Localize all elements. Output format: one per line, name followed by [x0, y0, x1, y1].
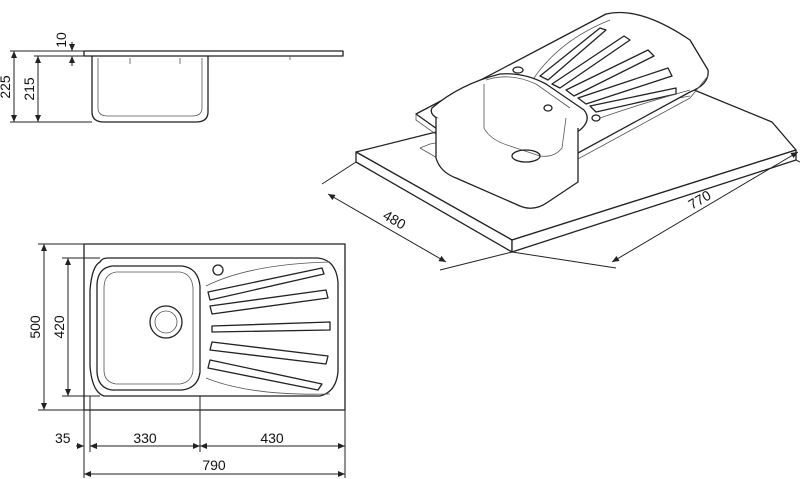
- iso-bowl-inner: [483, 84, 567, 157]
- dim-label-330: 330: [133, 430, 157, 446]
- iso-bowl-body: [435, 118, 579, 209]
- plan-drain-inner: [154, 310, 178, 334]
- dim-label-35: 35: [55, 430, 71, 446]
- iso-dim-line-770: [611, 151, 799, 263]
- iso-dim-line-480: [327, 193, 447, 263]
- plan-drainer-ribs: [205, 261, 331, 395]
- side-section-view: 10 225 215: [0, 32, 344, 123]
- plan-drain-outer: [149, 305, 183, 339]
- dim-label-430: 430: [260, 430, 284, 446]
- plan-outer-frame: [83, 243, 346, 411]
- iso-ext-770-a: [511, 251, 617, 269]
- iso-overflow: [543, 104, 553, 112]
- iso-dim-label-480: 480: [380, 207, 408, 233]
- plan-bowl: [96, 265, 201, 391]
- iso-ext-770-b: [795, 159, 800, 163]
- plan-tap-hole: [212, 264, 224, 276]
- plan-sink-outline: [89, 257, 339, 397]
- dim-label-10: 10: [53, 32, 69, 48]
- side-rim: [83, 50, 344, 57]
- dim-label-500: 500: [27, 315, 43, 339]
- dim-label-790: 790: [202, 457, 226, 473]
- isometric-view: 480 770: [321, 11, 800, 271]
- side-bowl: [91, 55, 209, 123]
- iso-drainer-ribs: [533, 19, 691, 119]
- iso-tap-hole: [512, 66, 524, 74]
- dim-label-420: 420: [51, 315, 67, 339]
- iso-ext-480-a: [321, 161, 357, 185]
- iso-drain: [511, 149, 541, 163]
- plan-bowl-inner: [103, 271, 194, 385]
- iso-ext-480-b: [439, 251, 513, 271]
- side-bowl-waste: [129, 56, 291, 64]
- iso-bowl-inner2: [485, 76, 571, 109]
- dim-label-215: 215: [21, 77, 37, 101]
- side-bowl-inner: [97, 58, 203, 117]
- dim-label-225: 225: [0, 75, 13, 99]
- top-plan-view: 500 420 35 330 430 790: [27, 243, 346, 478]
